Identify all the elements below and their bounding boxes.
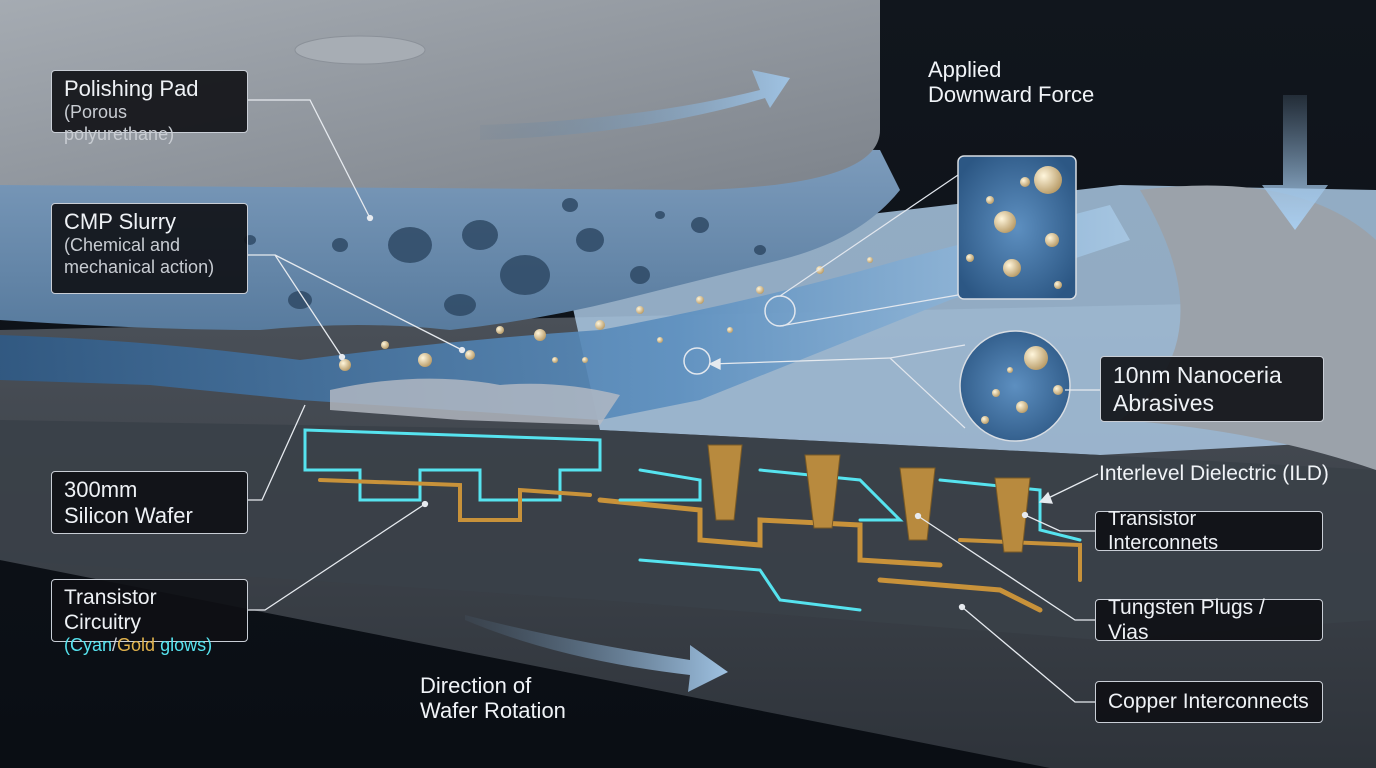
cmp-slurry-label: CMP Slurry (Chemical and mechanical acti… <box>51 203 248 294</box>
applied-force-label: Applied Downward Force <box>928 57 1094 108</box>
transistor-circuitry-title: Transistor Circuitry <box>64 586 157 635</box>
applied-force-line1: Applied <box>928 57 1002 82</box>
copper-interconnects-label: Copper Interconnects <box>1095 681 1323 723</box>
cmp-slurry-sub-line2: mechanical action) <box>64 256 215 277</box>
cmp-slurry-title: CMP Slurry <box>64 209 177 234</box>
nanoceria-label: 10nm Nanoceria Abrasives <box>1100 356 1324 422</box>
tungsten-plugs-label: Tungsten Plugs / Vias <box>1095 596 1323 644</box>
transistor-circuitry-subtitle: (Cyan/Gold glows) <box>64 635 213 656</box>
cmp-slurry-sub-line1: (Chemical and <box>64 235 181 256</box>
slurry-particles <box>339 257 873 371</box>
silicon-wafer-label: 300mm Silicon Wafer <box>51 471 248 534</box>
pad-pores <box>244 198 766 316</box>
nanoceria-zoom-particles <box>981 346 1063 424</box>
zoom-source-lower <box>683 347 711 375</box>
slurry-layer <box>0 205 1130 420</box>
transistor-circuitry-label: Transistor Circuitry (Cyan/Gold glows) <box>51 579 248 655</box>
silicon-wafer-line2: Silicon Wafer <box>64 503 193 529</box>
circuit-traces <box>303 428 1082 613</box>
pad-hub <box>294 35 426 65</box>
nanoceria-zoom-circle <box>959 330 1071 442</box>
nanoceria-line1: 10nm Nanoceria <box>1113 362 1282 388</box>
wafer-rotation-line1: Direction of <box>420 673 532 698</box>
leader-lines <box>247 99 1100 703</box>
nanoceria-line2: Abrasives <box>1113 389 1214 416</box>
metal-surface <box>330 378 620 425</box>
applied-force-line2: Downward Force <box>928 82 1095 108</box>
silicon-wafer-line1: 300mm <box>64 477 138 502</box>
transistor-interconnets-label: Transistor Interconnets <box>1095 508 1323 554</box>
wafer-rotation-line2: Wafer Rotation <box>420 698 566 724</box>
dielectric-layer <box>0 420 1376 640</box>
polishing-pad-title: Polishing Pad <box>64 76 199 101</box>
downward-force-arrow <box>1262 95 1328 230</box>
pad-top <box>0 0 880 190</box>
polishing-pad-subtitle: (Porous polyurethane) <box>64 102 175 144</box>
pad-rotation-arrow <box>480 70 790 140</box>
wafer-rotation-arrow <box>465 615 728 692</box>
ild-label: Interlevel Dielectric (ILD) <box>1099 462 1329 485</box>
zoom-panel-particles <box>966 166 1062 289</box>
wafer-rotation-label: Direction of Wafer Rotation <box>420 673 566 724</box>
polishing-pad-label: Polishing Pad (Porous polyurethane) <box>51 70 248 144</box>
